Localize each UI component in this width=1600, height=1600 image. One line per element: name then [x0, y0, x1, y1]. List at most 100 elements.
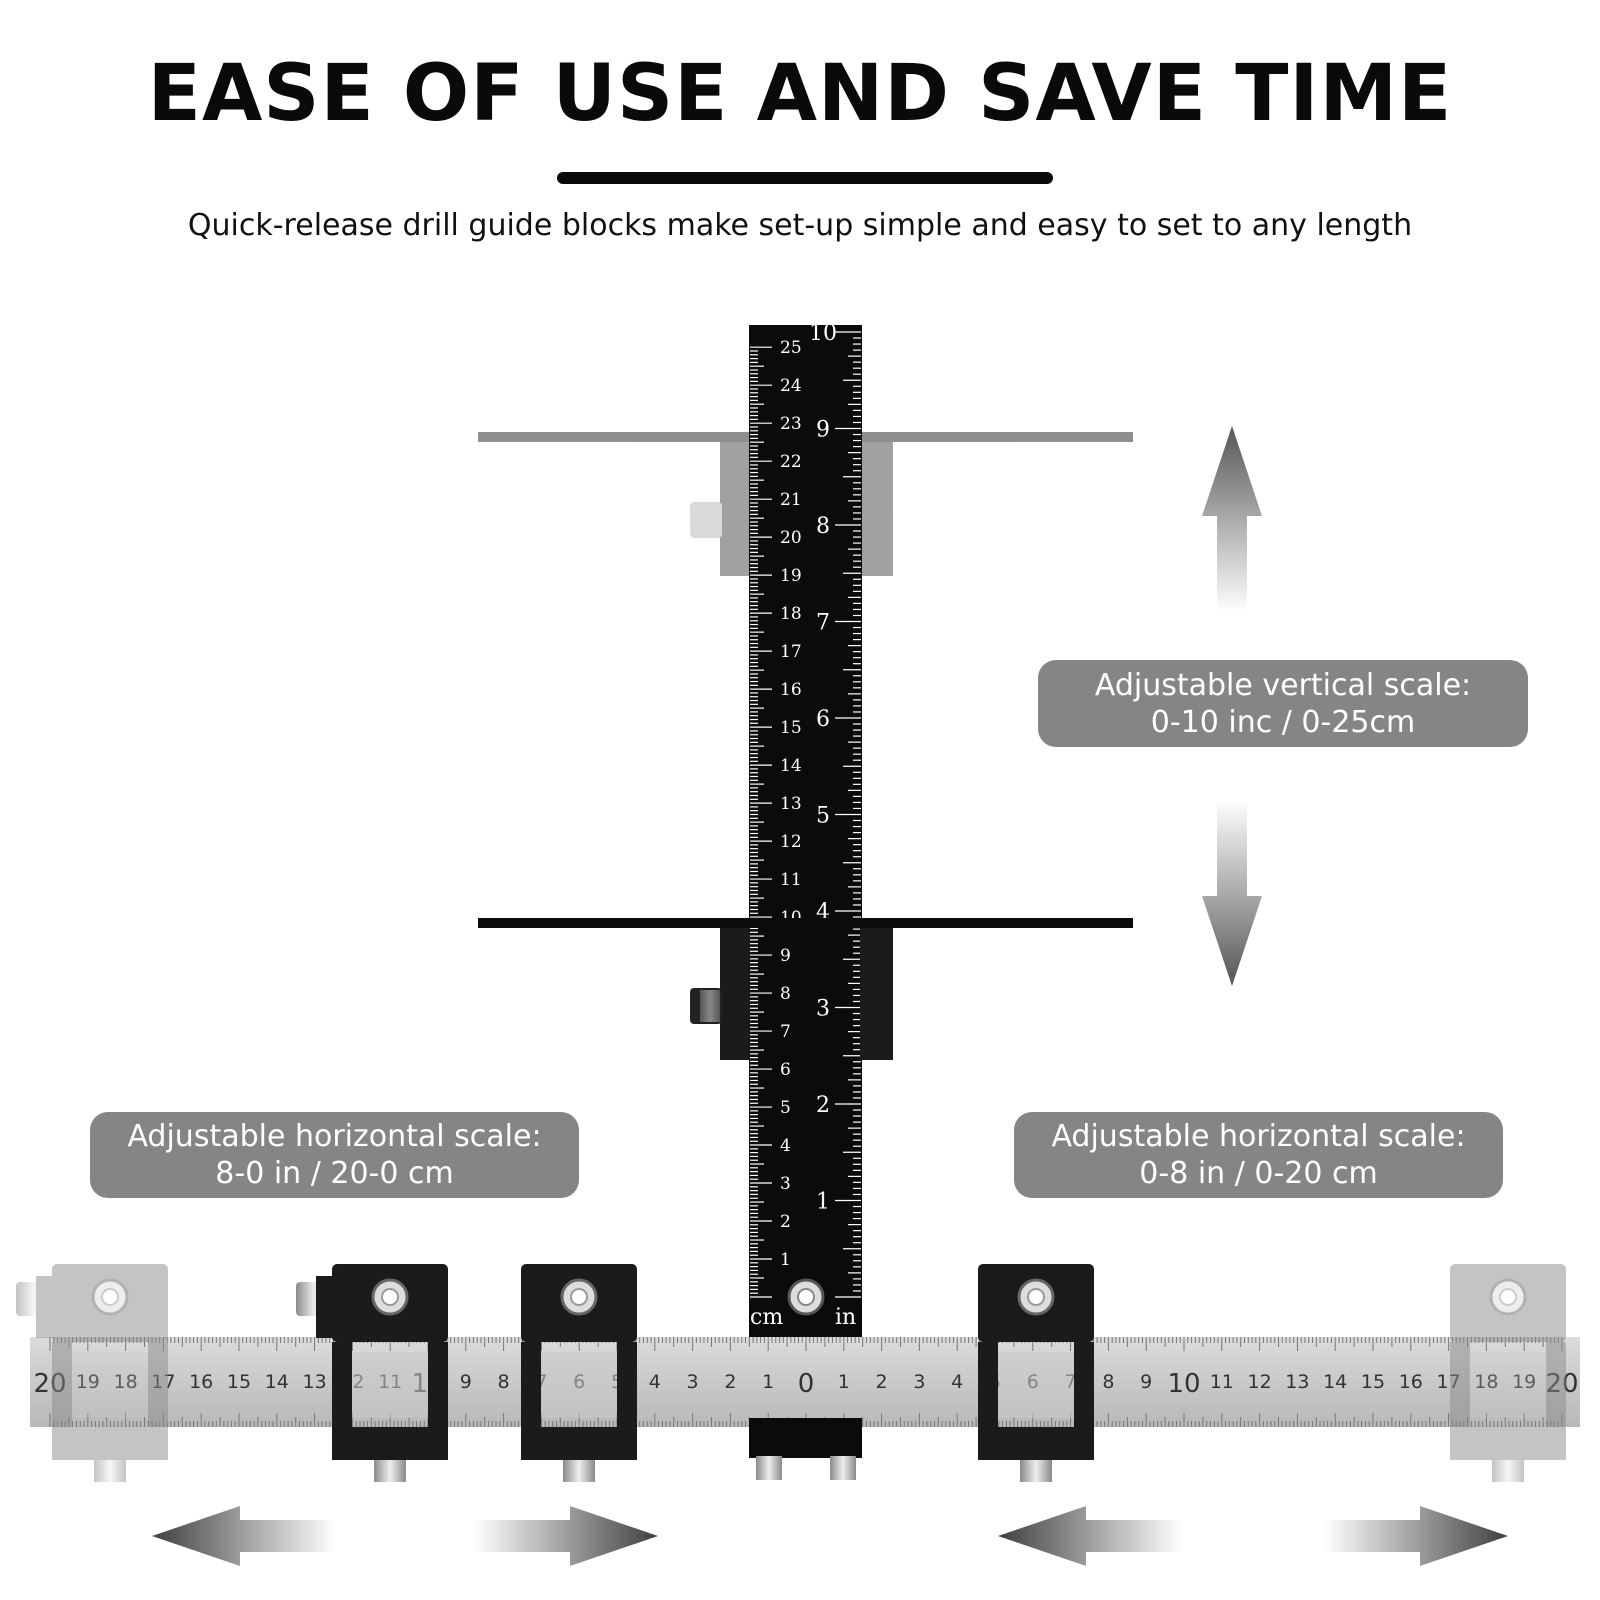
- horizontal-scale-left-callout-line2: 8-0 in / 20-0 cm: [215, 1156, 454, 1191]
- horizontal-ruler-label: 18: [1474, 1371, 1498, 1393]
- horizontal-ruler-label: 10: [1167, 1369, 1200, 1399]
- vertical-ruler-cm-label: 17: [780, 642, 802, 662]
- horizontal-ruler-label: 9: [1140, 1371, 1152, 1393]
- horizontal-ruler: 2019181716151413121110987654321012345678…: [30, 1337, 1580, 1427]
- vertical-ruler-cm-label: 2: [780, 1212, 791, 1232]
- vertical-ruler-inch-label: 5: [816, 804, 830, 829]
- horizontal-ruler-label: 12: [1248, 1371, 1272, 1393]
- vertical-ruler-cm-label: 13: [780, 794, 802, 814]
- knurled-knob-icon: [563, 1460, 595, 1482]
- knurled-knob-icon: [1492, 1460, 1524, 1482]
- block-window: [72, 1352, 148, 1418]
- vertical-ruler-cm-label: 7: [780, 1022, 791, 1042]
- arrow-left-icon: [998, 1506, 1182, 1566]
- drill-guide-block: [296, 1264, 448, 1482]
- headline: EASE OF USE AND SAVE TIME: [147, 49, 1453, 139]
- vertical-scale-callout: Adjustable vertical scale: 0-10 inc / 0-…: [1038, 660, 1528, 747]
- horizontal-ruler-label: 1: [838, 1371, 850, 1393]
- arrow-up-icon: [1202, 426, 1262, 612]
- drill-guide-block: [521, 1264, 637, 1482]
- horizontal-ruler-label: 4: [649, 1371, 661, 1393]
- drill-guide-block: [978, 1264, 1094, 1482]
- double-vertical-arrow-icon: [1202, 426, 1262, 986]
- vertical-ruler-cm-label: 5: [780, 1098, 791, 1118]
- horizontal-scale-right-callout: Adjustable horizontal scale: 0-8 in / 0-…: [1014, 1112, 1503, 1198]
- double-horizontal-arrow-icon: [152, 1506, 1508, 1566]
- vertical-ruler-inch-label: 1: [816, 1190, 830, 1215]
- vertical-ruler-cm-label: 4: [780, 1136, 791, 1156]
- side-clamp: [36, 1276, 52, 1338]
- horizontal-ruler-label: 11: [1210, 1371, 1234, 1393]
- vertical-scale-callout-line2: 0-10 inc / 0-25cm: [1150, 704, 1416, 740]
- block-window: [352, 1352, 428, 1418]
- vertical-ruler-in-unit: in: [835, 1305, 856, 1330]
- headline-underline: [557, 172, 1053, 184]
- horizontal-ruler-label: 15: [227, 1371, 251, 1393]
- arrow-down-icon: [1202, 800, 1262, 986]
- block-bottom: [521, 1427, 637, 1460]
- arrow-right-icon: [1324, 1506, 1508, 1566]
- horizontal-scale-left-callout: Adjustable horizontal scale: 8-0 in / 20…: [90, 1112, 579, 1198]
- knurled-knob-icon: [1020, 1460, 1052, 1482]
- horizontal-ruler-label: 16: [189, 1371, 213, 1393]
- vertical-ruler-inch-label: 3: [816, 997, 830, 1022]
- horizontal-ruler-label: 2: [724, 1371, 736, 1393]
- horizontal-ruler-label: 19: [1512, 1371, 1536, 1393]
- vertical-ruler-cm-label: 11: [780, 870, 802, 890]
- horizontal-scale-left-callout-line1: Adjustable horizontal scale:: [127, 1119, 542, 1154]
- side-clamp: [316, 1276, 332, 1338]
- drill-guide-block-ghost: [16, 1264, 168, 1482]
- horizontal-ruler-label: 3: [913, 1371, 925, 1393]
- vertical-ruler-cm-label: 18: [780, 604, 802, 624]
- vertical-ruler-cm-label: 23: [780, 414, 802, 434]
- horizontal-ruler-label: 8: [1102, 1371, 1114, 1393]
- horizontal-ruler-label: 3: [687, 1371, 699, 1393]
- vertical-ruler-inch-label: 7: [816, 611, 830, 636]
- block-bottom: [332, 1427, 448, 1460]
- vertical-ruler-inch-label: 6: [816, 707, 830, 732]
- horizontal-scale-right-callout-line2: 0-8 in / 0-20 cm: [1139, 1156, 1378, 1191]
- horizontal-scale-right-callout-line1: Adjustable horizontal scale:: [1051, 1119, 1466, 1154]
- block-window: [998, 1352, 1074, 1418]
- horizontal-ruler-label: 13: [303, 1371, 327, 1393]
- vertical-ruler-inch-label: 2: [816, 1093, 830, 1118]
- vertical-ruler-cm-label: 22: [780, 452, 802, 472]
- vertical-ruler-cm-unit: cm: [750, 1305, 783, 1330]
- drill-hole-inner: [1027, 1288, 1045, 1306]
- vertical-ruler-cm-label: 6: [780, 1060, 791, 1080]
- vertical-ruler-cm-label: 14: [780, 756, 802, 776]
- vertical-ruler-cm-label: 15: [780, 718, 802, 738]
- drill-hole-inner: [570, 1288, 588, 1306]
- vertical-ruler-cm-label: 12: [780, 832, 802, 852]
- block-bottom: [1450, 1427, 1566, 1460]
- horizontal-ruler-label: 15: [1361, 1371, 1385, 1393]
- vertical-scale-callout-line1: Adjustable vertical scale:: [1094, 667, 1472, 703]
- vertical-ruler-cm-label: 25: [780, 338, 802, 358]
- lower-stop-bracket: [478, 918, 1133, 1060]
- horizontal-ruler-label: 2: [876, 1371, 888, 1393]
- block-bottom: [52, 1427, 168, 1460]
- horizontal-ruler-label: 8: [498, 1371, 510, 1393]
- horizontal-ruler-label: 9: [460, 1371, 472, 1393]
- arrow-right-icon: [474, 1506, 658, 1566]
- horizontal-ruler-label: 0: [798, 1369, 815, 1399]
- vertical-ruler-cm-label: 8: [780, 984, 791, 1004]
- knurled-knob-icon: [374, 1460, 406, 1482]
- vertical-ruler-cm-label: 19: [780, 566, 802, 586]
- drill-hole-inner: [381, 1288, 399, 1306]
- vertical-ruler-inch-label: 10: [809, 321, 837, 346]
- horizontal-ruler-label: 16: [1399, 1371, 1423, 1393]
- vertical-ruler-cm-label: 21: [780, 490, 802, 510]
- vertical-ruler-cm-label: 16: [780, 680, 802, 700]
- subheadline: Quick-release drill guide blocks make se…: [187, 208, 1413, 243]
- center-carriage: [749, 1278, 862, 1480]
- drill-hole-inner: [1499, 1288, 1517, 1306]
- vertical-ruler-cm-label: 3: [780, 1174, 791, 1194]
- vertical-ruler-cm-label: 20: [780, 528, 802, 548]
- block-window: [1470, 1352, 1546, 1418]
- drill-hole-inner: [101, 1288, 119, 1306]
- horizontal-ruler-label: 4: [951, 1371, 963, 1393]
- arrow-left-icon: [152, 1506, 336, 1566]
- horizontal-ruler-label: 19: [76, 1371, 100, 1393]
